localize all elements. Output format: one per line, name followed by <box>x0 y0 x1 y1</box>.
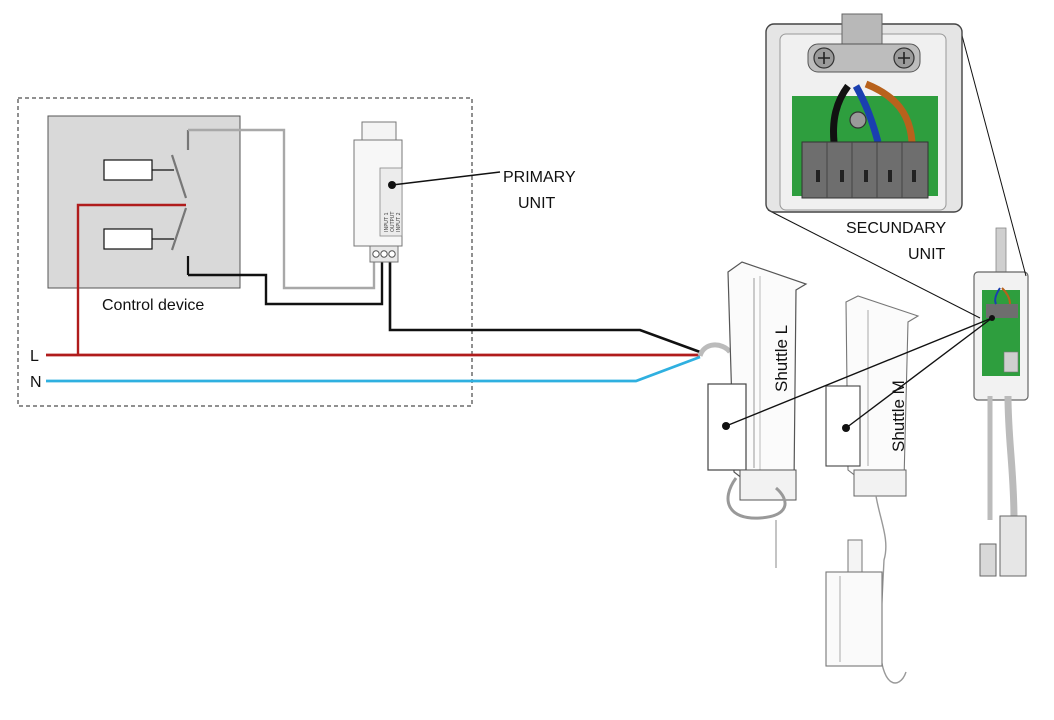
primary-terminal-screw-2 <box>380 250 388 258</box>
control-device-panel <box>47 115 241 289</box>
secondary-unit-wire-blue <box>994 287 1001 305</box>
switch-button-lower <box>103 228 153 250</box>
inset-wire-brown <box>864 80 916 143</box>
secondary-unit-module <box>973 227 1029 577</box>
shuttle-m-power-adapter <box>825 571 883 667</box>
terminal-slot <box>816 170 820 182</box>
neutral-wire-N <box>46 355 701 383</box>
primary-unit-label-line1: PRIMARY <box>503 169 576 186</box>
primary-unit-top-cap <box>361 121 397 141</box>
secondary-unit-label-line2: UNIT <box>908 246 946 263</box>
zoom-line-right <box>959 27 1027 277</box>
primary-unit: INPUT 1 OUTPUT INPUT 2 <box>353 121 403 263</box>
inset-screw-cross-left <box>818 52 830 64</box>
inset-pcb-screw <box>849 111 867 129</box>
primary-terminal-screw-1 <box>372 250 380 258</box>
inset-wire-blue <box>852 84 882 143</box>
shuttle-m-motor: Shuttle M <box>825 295 920 684</box>
secondary-unit-label-line1: SECUNDARY <box>846 220 947 237</box>
control-device: Control device <box>47 115 241 314</box>
control-wire-black-output <box>188 262 384 306</box>
shuttle-l-body <box>727 261 808 487</box>
live-wire-to-switch <box>76 203 186 355</box>
terminal-slot <box>864 170 868 182</box>
secondary-unit-plug-left <box>979 543 997 577</box>
leader-secondary-to-shuttle-l <box>725 317 993 427</box>
control-wire-grey <box>188 128 376 290</box>
inset-wire-black <box>830 83 851 143</box>
primary-terminal-screw-3 <box>388 250 396 258</box>
terminal-slot <box>912 170 916 182</box>
switch-blade-upper <box>170 154 188 199</box>
line-L-label: L <box>30 348 39 365</box>
shuttle-l-module-box <box>707 383 747 471</box>
control-wire-black-to-motor <box>388 262 701 354</box>
shuttle-l-cable <box>697 342 732 358</box>
switch-button-upper <box>103 159 153 181</box>
primary-terminal-label-3: INPUT 2 <box>396 212 402 232</box>
secondary-unit-plug-right <box>999 515 1027 577</box>
secondary-unit-terminal-block <box>986 304 1018 318</box>
inset-terminal-slots <box>816 142 916 198</box>
shuttle-l-end-cap <box>739 469 797 501</box>
primary-terminal-label-1: INPUT 1 <box>384 212 390 232</box>
primary-unit-leader-line <box>391 171 501 186</box>
control-area-dashed-frame <box>17 97 473 407</box>
secondary-unit-wire-brown <box>1001 287 1011 305</box>
shuttle-m-label: Shuttle M <box>889 380 908 452</box>
switch-blade-lower <box>170 207 188 251</box>
shuttle-m-plug <box>847 539 863 575</box>
primary-terminal-label-2: OUTPUT <box>390 211 396 232</box>
primary-unit-label-line2: UNIT <box>518 195 556 212</box>
leader-secondary-to-shuttle-m <box>845 317 993 429</box>
shuttle-m-body <box>845 295 920 485</box>
inset-cable-clamp <box>807 43 921 73</box>
terminal-slot <box>840 170 844 182</box>
control-device-label: Control device <box>102 297 204 314</box>
line-N-label: N <box>30 374 42 391</box>
zoom-line-left <box>767 209 981 319</box>
secondary-unit-cable-right <box>1004 395 1018 521</box>
shuttle-m-end-cap <box>853 469 907 497</box>
shuttle-l-loop-cable <box>726 477 787 520</box>
secondary-unit-inset <box>765 13 963 213</box>
secondary-unit-component <box>1003 351 1019 373</box>
shuttle-l-motor: Shuttle L <box>697 261 808 568</box>
shuttle-l-label: Shuttle L <box>772 325 791 392</box>
inset-screw-cross-right <box>898 52 910 64</box>
terminal-slot <box>888 170 892 182</box>
secondary-unit-cable-top <box>995 227 1007 275</box>
